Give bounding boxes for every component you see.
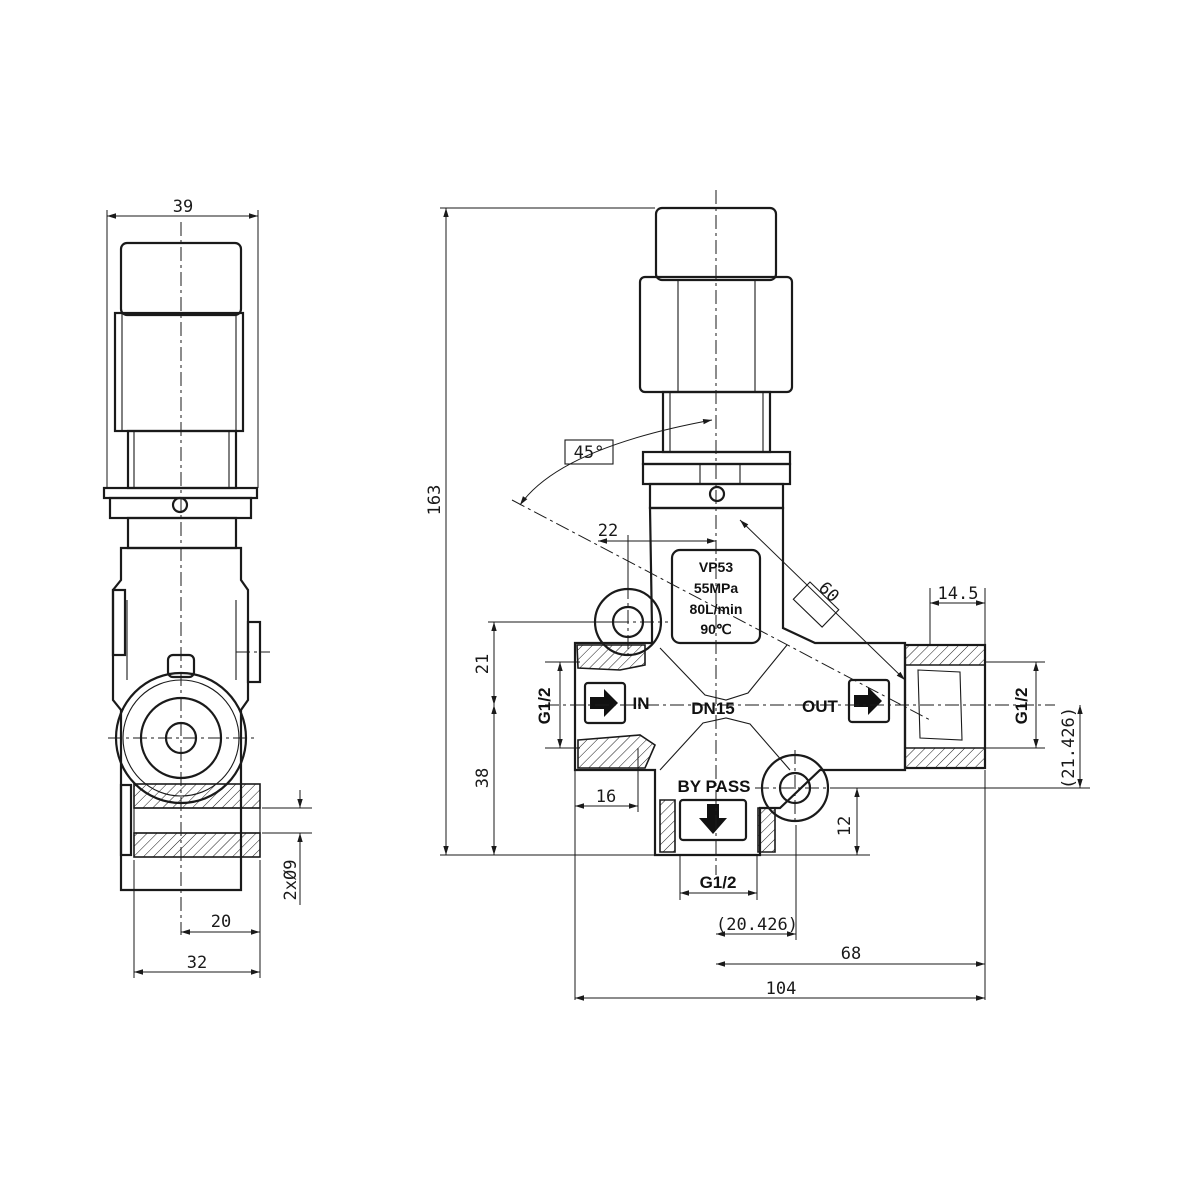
dim-height-163: 163	[425, 485, 445, 516]
dim-21: 21	[473, 654, 493, 674]
thread-label-right: G1/2	[1012, 688, 1031, 725]
port-out-label: OUT	[802, 697, 839, 716]
dim-16: 16	[596, 787, 616, 807]
nameplate-pressure: 55MPa	[694, 580, 739, 596]
dim-60: 60	[814, 578, 843, 607]
nameplate-flow: 80L/min	[690, 601, 743, 617]
side-view: 39 20 32 2xØ9	[102, 197, 312, 978]
dim-angle-45: 45°	[574, 443, 605, 463]
dim-holes: 2xØ9	[281, 860, 301, 901]
front-view: 163 45° 22 60 14.5 21 38 16 12 (21.426) …	[425, 190, 1090, 1001]
dim-104: 104	[766, 979, 797, 999]
dim-20-426: (20.426)	[716, 915, 798, 935]
dim-20: 20	[211, 912, 231, 932]
port-bypass-label: BY PASS	[677, 777, 750, 796]
dn-label: DN15	[691, 699, 734, 718]
dim-22: 22	[598, 521, 618, 541]
dim-68: 68	[841, 944, 861, 964]
dim-21-426: (21.426)	[1059, 707, 1079, 789]
thread-label-left: G1/2	[535, 688, 554, 725]
dim-32: 32	[187, 953, 207, 973]
dim-14-5: 14.5	[938, 584, 979, 604]
nameplate-temperature: 90℃	[700, 621, 732, 637]
dim-12: 12	[835, 816, 855, 836]
dim-38: 38	[473, 768, 493, 788]
thread-label-bottom: G1/2	[700, 873, 737, 892]
dim-width-39: 39	[173, 197, 193, 217]
nameplate-model: VP53	[699, 559, 733, 575]
port-in-label: IN	[633, 694, 650, 713]
